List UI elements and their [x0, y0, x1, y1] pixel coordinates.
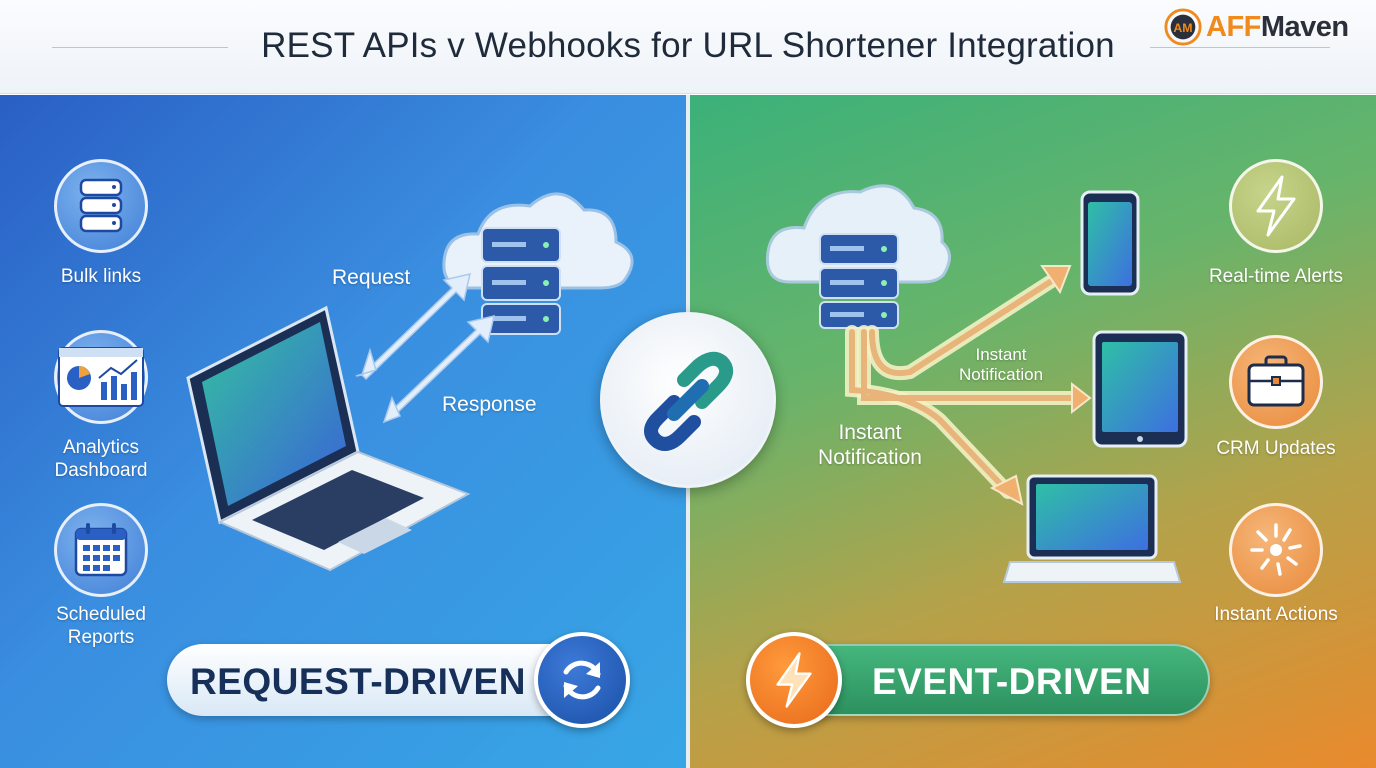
logo-wordmark: AFFMaven	[1206, 11, 1349, 44]
response-label: Response	[442, 393, 537, 416]
calendar-icon	[74, 523, 128, 577]
feature-label-crm-updates: CRM Updates	[1216, 438, 1336, 459]
event-driven-label: EVENT-DRIVEN	[872, 661, 1152, 702]
logo-brand-suffix: Maven	[1260, 10, 1349, 43]
event-driven-badge	[746, 632, 842, 728]
page-title: REST APIs v Webhooks for URL Shortener I…	[261, 26, 1115, 65]
header-rule-right	[1150, 47, 1330, 48]
instant-notification-label-large: Instant Notification	[818, 421, 922, 469]
feature-label-instant-actions: Instant Actions	[1214, 604, 1338, 625]
brand-logo[interactable]: AM AFFMaven	[1164, 6, 1349, 48]
webhooks-illustration	[765, 184, 1188, 583]
crm-updates-badge	[1229, 335, 1323, 429]
notification-arrowheads	[989, 265, 1092, 506]
refresh-icon	[563, 660, 601, 700]
logo-mark-icon: AM	[1164, 8, 1202, 46]
analytics-badge	[54, 330, 148, 424]
scheduled-reports-badge	[54, 503, 148, 597]
event-driven-pill	[780, 644, 1210, 716]
instant-notification-label-small: Instant Notification	[958, 345, 1044, 384]
logo-mark-letters: AM	[1173, 21, 1192, 35]
request-arrow	[355, 272, 472, 381]
chain-link-icon	[644, 351, 734, 451]
analytics-chart-icon	[58, 347, 144, 407]
server-stack-icon	[481, 227, 561, 335]
smartphone-icon	[1080, 190, 1140, 296]
bulk-links-badge	[54, 159, 148, 253]
rest-api-illustration	[186, 192, 634, 572]
database-icon	[79, 178, 123, 233]
header-rule-left	[52, 47, 228, 48]
feature-label-analytics: Analytics Dashboard	[54, 437, 148, 481]
lightning-icon	[776, 652, 812, 708]
feature-label-scheduled-reports: Scheduled Reports	[56, 604, 146, 648]
real-time-alerts-badge	[1229, 159, 1323, 253]
briefcase-icon	[1247, 355, 1305, 407]
burst-icon	[1250, 523, 1302, 576]
request-label: Request	[332, 266, 411, 289]
instant-actions-badge	[1229, 503, 1323, 597]
request-driven-label: REQUEST-DRIVEN	[190, 661, 526, 702]
response-arrow	[382, 314, 496, 424]
request-driven-pill	[167, 644, 587, 716]
tablet-icon	[1092, 330, 1188, 448]
header-bar: REST APIs v Webhooks for URL Shortener I…	[0, 0, 1376, 94]
feature-label-bulk-links: Bulk links	[60, 266, 142, 287]
chain-link-badge	[600, 312, 776, 488]
laptop-icon	[186, 305, 471, 572]
notification-streams	[845, 275, 1085, 499]
logo-brand-prefix: AFF	[1206, 10, 1261, 43]
feature-label-real-time-alerts: Real-time Alerts	[1208, 266, 1344, 287]
laptop-icon	[1002, 474, 1182, 583]
request-driven-badge	[534, 632, 630, 728]
lightning-icon	[1256, 175, 1296, 237]
server-stack-icon	[819, 233, 899, 329]
